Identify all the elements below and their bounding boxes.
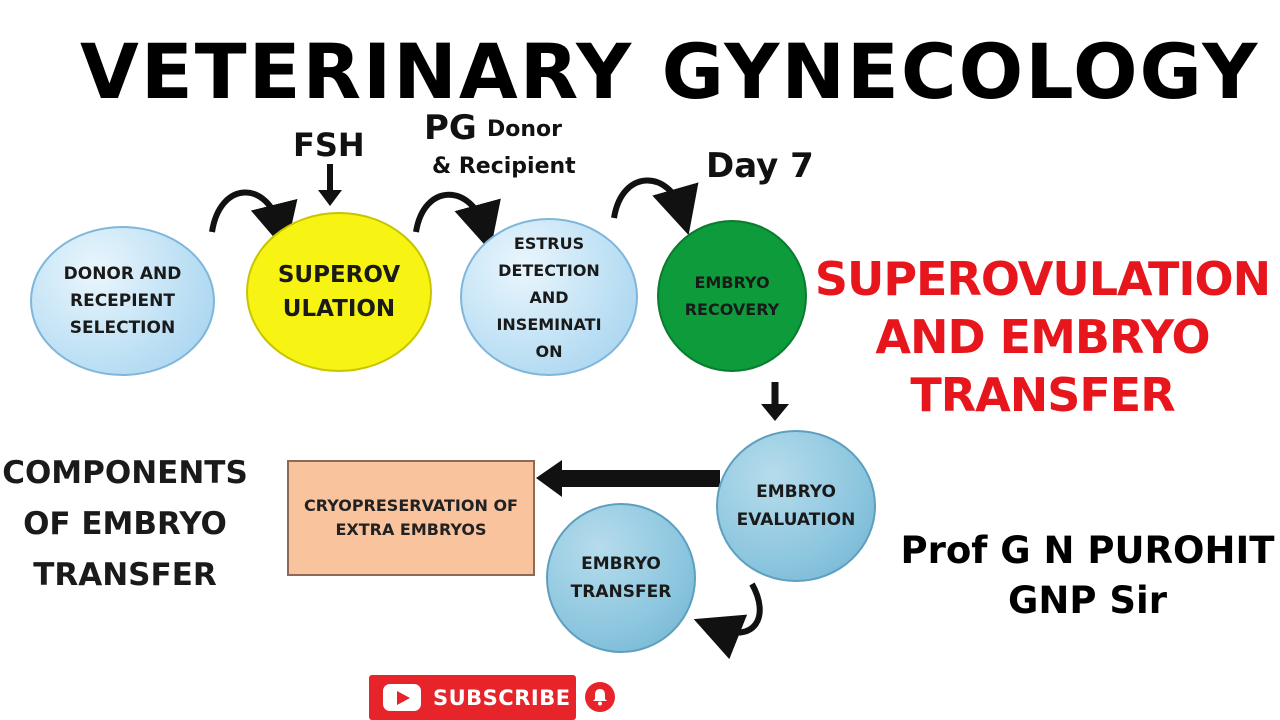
embryo-evaluation-line: EMBRYO (756, 482, 836, 502)
author-credit: Prof G N PUROHIT GNP Sir (895, 526, 1280, 626)
cryo-line: CRYOPRESERVATION OF (304, 496, 518, 515)
curved-arrow-3 (611, 177, 699, 236)
subscribe-button[interactable]: SUBSCRIBE (369, 675, 576, 720)
embryo-evaluation-line: EVALUATION (736, 510, 856, 530)
recipient-label: & Recipient (432, 154, 576, 179)
curved-arrow-bottom (693, 582, 763, 660)
components-heading: COMPONENTS OF EMBRYO TRANSFER (0, 448, 250, 601)
curved-arrow-1 (209, 189, 298, 252)
notification-bell-icon[interactable] (585, 682, 615, 712)
components-line: TRANSFER (33, 557, 217, 593)
cryo-left-arrow (560, 470, 720, 487)
superovulation-circle: SUPEROV ULATION (246, 212, 432, 372)
topic-title-line: SUPEROVULATION (814, 252, 1271, 306)
donor-selection-line: SELECTION (69, 317, 176, 338)
superovulation-line: SUPEROV (277, 262, 401, 288)
embryo-transfer-line: TRANSFER (570, 582, 672, 602)
embryo-recovery-circle: EMBRYO RECOVERY (657, 220, 807, 372)
pg-label: PG (424, 108, 477, 148)
estrus-line: ON (535, 341, 563, 361)
embryo-transfer-line: EMBRYO (581, 554, 661, 574)
estrus-detection-circle: ESTRUS DETECTION AND INSEMINATI ON (460, 218, 638, 376)
embryo-transfer-circle: EMBRYO TRANSFER (546, 503, 696, 653)
youtube-play-icon (383, 684, 421, 711)
components-line: COMPONENTS (2, 455, 248, 491)
curved-arrow-2 (413, 191, 501, 252)
author-name: Prof G N PUROHIT (900, 529, 1275, 572)
estrus-line: DETECTION (498, 260, 600, 280)
embryo-recovery-line: RECOVERY (684, 300, 780, 319)
estrus-line: ESTRUS (513, 233, 585, 253)
page-title: VETERINARY GYNECOLOGY (80, 27, 1260, 116)
cryopreservation-box: CRYOPRESERVATION OF EXTRA EMBRYOS (287, 460, 535, 576)
author-alias: GNP Sir (1008, 579, 1167, 622)
day7-label: Day 7 (706, 146, 814, 186)
fsh-label: FSH (293, 126, 365, 164)
cryo-line: EXTRA EMBRYOS (335, 520, 487, 539)
subscribe-label: SUBSCRIBE (433, 685, 571, 710)
donor-selection-circle: DONOR AND RECEPIENT SELECTION (30, 226, 215, 376)
topic-title: SUPEROVULATION AND EMBRYO TRANSFER (805, 250, 1280, 424)
topic-title-line: AND EMBRYO (875, 310, 1210, 364)
superovulation-line: ULATION (282, 296, 396, 322)
topic-title-line: TRANSFER (910, 368, 1175, 422)
donor-selection-line: DONOR AND (63, 263, 182, 284)
embryo-recovery-line: EMBRYO (694, 273, 770, 292)
estrus-line: INSEMINATI (496, 314, 602, 334)
components-line: OF EMBRYO (23, 506, 227, 542)
embryo-evaluation-circle: EMBRYO EVALUATION (716, 430, 876, 582)
donor-label: Donor (487, 117, 563, 142)
estrus-line: AND (529, 287, 569, 307)
donor-selection-line: RECEPIENT (69, 290, 175, 311)
